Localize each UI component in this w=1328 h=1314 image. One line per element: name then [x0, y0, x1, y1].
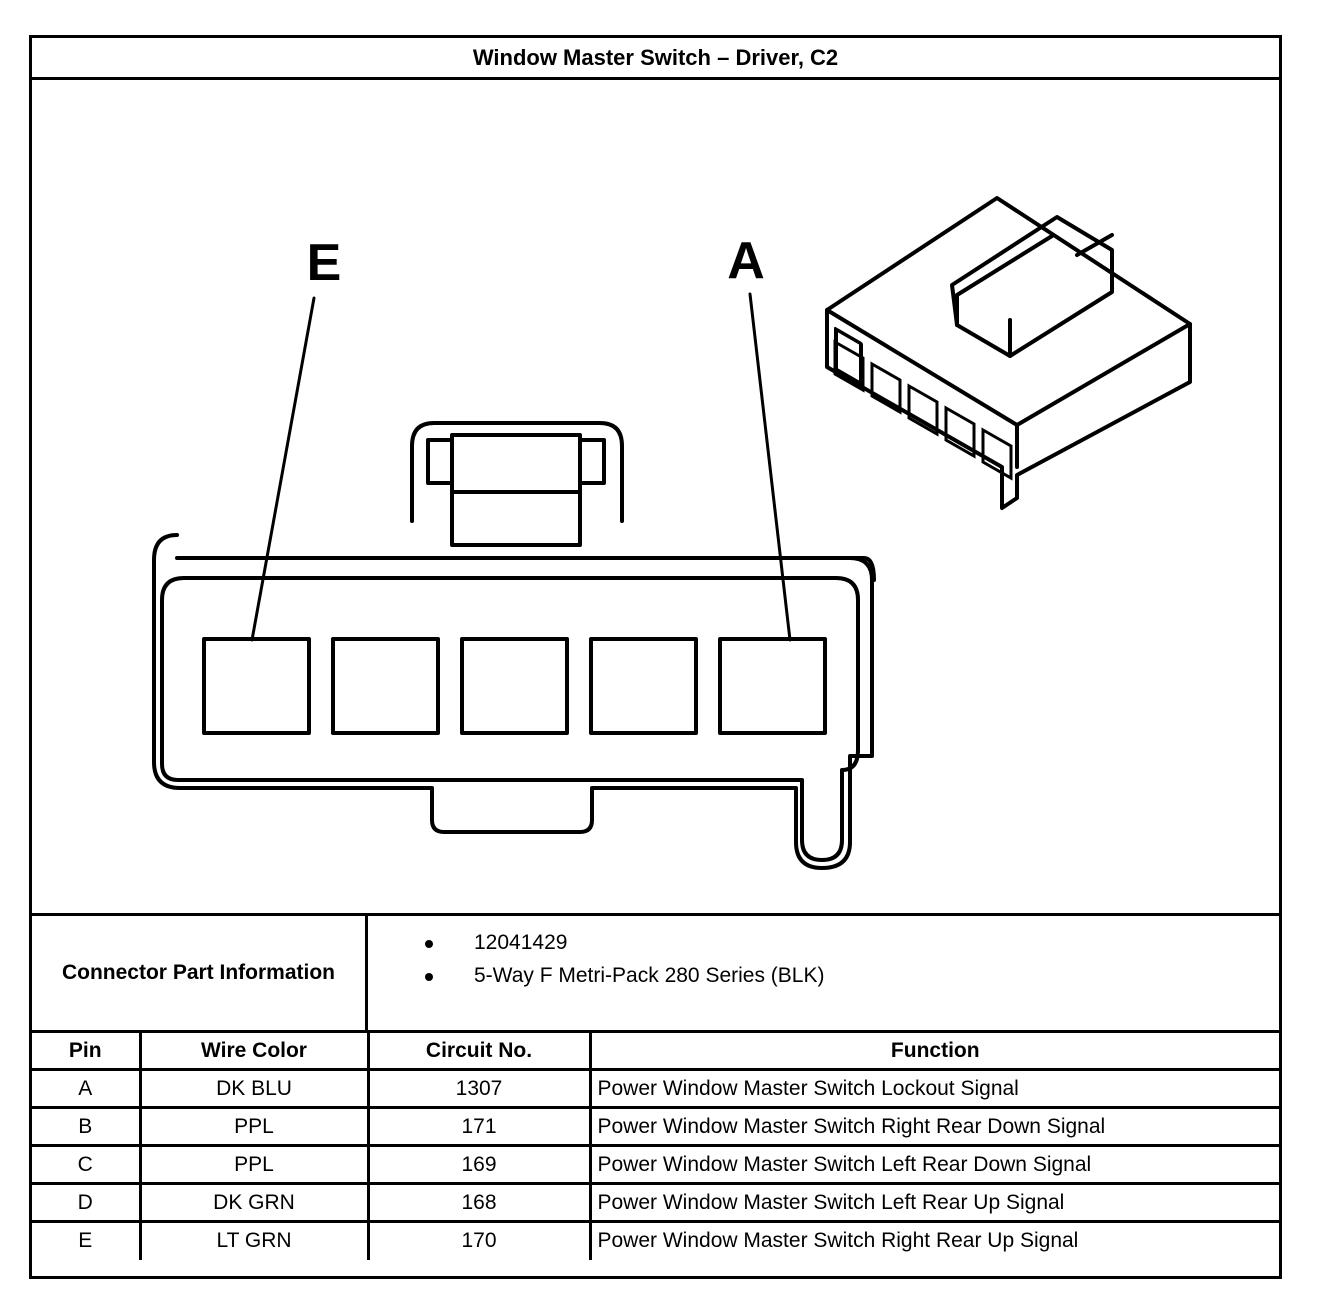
circuit-cell: 169 [368, 1144, 592, 1184]
iso-cavity-3 [907, 383, 939, 437]
iso-cavity-5 [981, 427, 1013, 481]
part-number-item: 12041429 [368, 926, 824, 959]
pin-cell: B [32, 1106, 142, 1146]
header-pin: Pin [32, 1030, 142, 1070]
iso-cavity-4 [944, 405, 976, 459]
pin-cell: D [32, 1182, 142, 1222]
latch-inner-right [578, 438, 606, 485]
bullet-icon [425, 973, 433, 981]
circuit-cell: 170 [368, 1220, 592, 1260]
pinout-table: Pin Wire Color Circuit No. Function A DK… [32, 1030, 1279, 1260]
sheet-title: Window Master Switch – Driver, C2 [32, 38, 1279, 80]
leader-a [748, 292, 792, 642]
iso-cavity-2 [870, 361, 902, 415]
table-row: D DK GRN 168 Power Window Master Switch … [32, 1182, 1279, 1222]
body-inner [160, 576, 860, 862]
pin-cell: E [32, 1220, 142, 1260]
circuit-cell: 1307 [368, 1068, 592, 1108]
wire-color-cell: PPL [140, 1106, 370, 1146]
part-series-item: 5-Way F Metri-Pack 280 Series (BLK) [368, 959, 824, 992]
wire-color-cell: DK BLU [140, 1068, 370, 1108]
header-circuit-no: Circuit No. [368, 1030, 592, 1070]
connector-part-info: Connector Part Information 12041429 5-Wa… [32, 913, 1279, 1030]
function-cell: Power Window Master Switch Lockout Signa… [590, 1068, 1279, 1108]
table-row: B PPL 171 Power Window Master Switch Rig… [32, 1106, 1279, 1146]
pin-cell: C [32, 1144, 142, 1184]
table-row: A DK BLU 1307 Power Window Master Switch… [32, 1068, 1279, 1108]
cavity-a [718, 637, 827, 735]
function-cell: Power Window Master Switch Left Rear Up … [590, 1182, 1279, 1222]
header-wire-color: Wire Color [140, 1030, 370, 1070]
latch-outer [410, 421, 624, 523]
connector-iso-view [825, 196, 1192, 510]
bullet-icon [425, 940, 433, 948]
header-function: Function [590, 1030, 1279, 1070]
body-outer [152, 533, 874, 870]
function-cell: Power Window Master Switch Left Rear Dow… [590, 1144, 1279, 1184]
connector-sheet: Window Master Switch – Driver, C2 [29, 35, 1282, 1279]
body-top [175, 556, 876, 582]
wire-color-cell: LT GRN [140, 1220, 370, 1260]
connector-part-info-label: Connector Part Information [32, 916, 368, 1030]
connector-face-drawing: E A [152, 196, 1192, 870]
circuit-cell: 168 [368, 1182, 592, 1222]
iso-cavity-1 [833, 339, 865, 393]
table-row: C PPL 169 Power Window Master Switch Lef… [32, 1144, 1279, 1184]
table-header-row: Pin Wire Color Circuit No. Function [32, 1030, 1279, 1070]
pin-label-a: A [727, 232, 765, 290]
connector-part-list: 12041429 5-Way F Metri-Pack 280 Series (… [368, 926, 824, 992]
cavity-b [589, 637, 698, 735]
table-row: E LT GRN 170 Power Window Master Switch … [32, 1220, 1279, 1260]
cavity-e [202, 637, 311, 735]
function-cell: Power Window Master Switch Right Rear Do… [590, 1106, 1279, 1146]
cavity-d [331, 637, 440, 735]
pin-cell: A [32, 1068, 142, 1108]
wire-color-cell: DK GRN [140, 1182, 370, 1222]
circuit-cell: 171 [368, 1106, 592, 1146]
function-cell: Power Window Master Switch Right Rear Up… [590, 1220, 1279, 1260]
leader-e [250, 296, 316, 642]
latch-inner [426, 438, 454, 485]
cavity-c [460, 637, 569, 735]
connector-diagram: E A [32, 80, 1279, 913]
pin-label-e: E [307, 234, 342, 292]
wire-color-cell: PPL [140, 1144, 370, 1184]
